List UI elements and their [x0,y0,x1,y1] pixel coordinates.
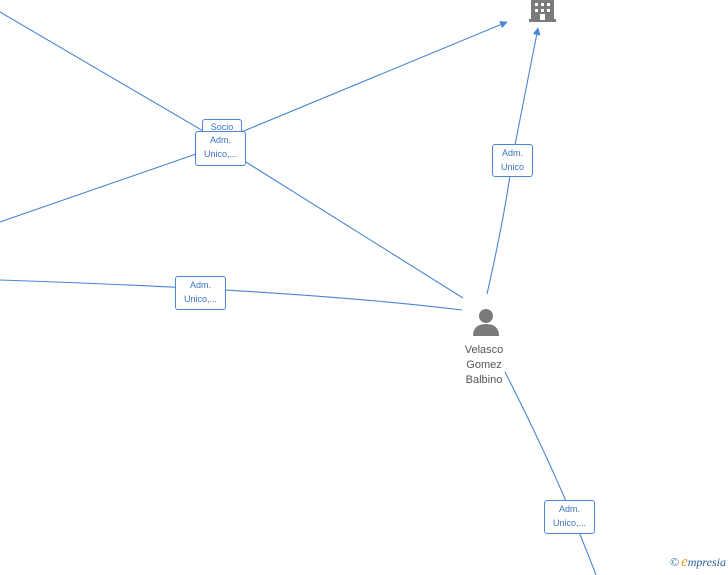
edge-person-to-bottom [504,371,597,575]
edge-label-adm-top-line-2: Unico,... [203,149,237,159]
edge-label-adm-left-line-1: Adm. [189,280,211,290]
edge-label-adm-unico[interactable]: Adm. Unico [492,144,533,177]
edge-offscreen-to-company [221,21,508,141]
person-name-line-3: Balbino [465,374,503,386]
person-name[interactable]: Velasco Gomez Balbino [452,343,516,388]
edge-label-adm-bottom-line-1: Adm. [558,504,580,514]
edge-to-offscreen-left [0,144,223,223]
brand-initial: e [681,554,688,570]
edge-person-to-topcenter [221,146,464,299]
edge-person-to-left [0,279,463,311]
empresia-watermark: ©empresia [670,554,726,571]
copyright-symbol: © [669,555,680,569]
edge-label-adm-unico-line-2: Unico [500,162,524,172]
edge-to-offscreen-topleft [0,11,223,143]
building-icon[interactable] [529,0,556,22]
edge-label-adm-left-line-2: Unico,... [183,294,217,304]
person-icon[interactable] [473,309,499,336]
edge-label-adm-unico-line-1: Adm. [501,148,523,158]
edge-label-adm-top-line-1: Adm. [209,135,231,145]
edge-label-adm-bottom-line-2: Unico,... [552,518,586,528]
edge-label-adm-left[interactable]: Adm. Unico,... [175,276,226,310]
edge-label-socio-text: Socio [210,122,234,132]
brand-name: mpresia [687,555,726,569]
edge-label-adm-top[interactable]: Adm. Unico,... [195,131,246,166]
person-name-line-2: Gomez [466,359,502,371]
edge-label-adm-bottom[interactable]: Adm. Unico,... [544,500,595,534]
person-name-line-1: Velasco [464,344,504,356]
